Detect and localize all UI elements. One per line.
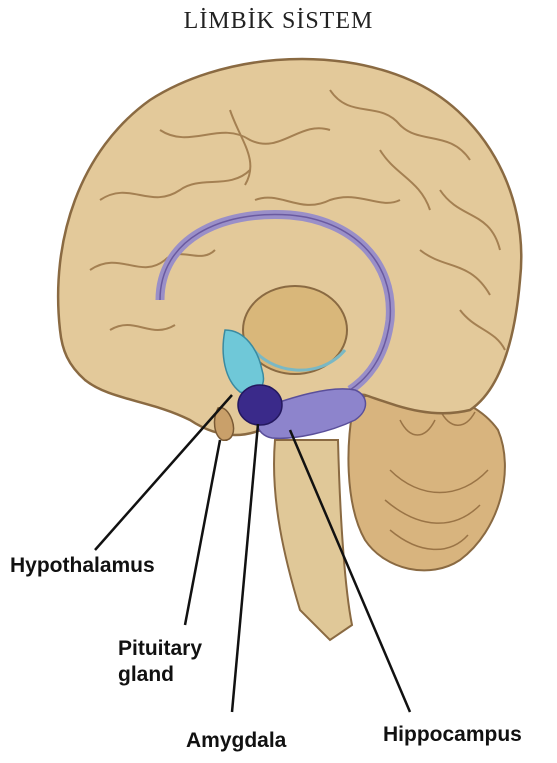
pituitary-label: Pituitary gland <box>118 636 202 688</box>
amygdala-leader <box>232 424 258 712</box>
hypothalamus-leader <box>95 395 232 550</box>
cerebellum <box>348 390 504 570</box>
pituitary-label-line1: Pituitary <box>118 636 202 662</box>
amygdala-label: Amygdala <box>186 728 286 754</box>
pituitary-label-line2: gland <box>118 662 202 688</box>
amygdala-region <box>238 385 282 425</box>
hippocampus-label: Hippocampus <box>383 722 522 748</box>
cerebrum <box>58 59 521 435</box>
pituitary-leader <box>185 440 220 625</box>
hypothalamus-label: Hypothalamus <box>10 553 155 579</box>
brain-stem <box>274 440 352 640</box>
